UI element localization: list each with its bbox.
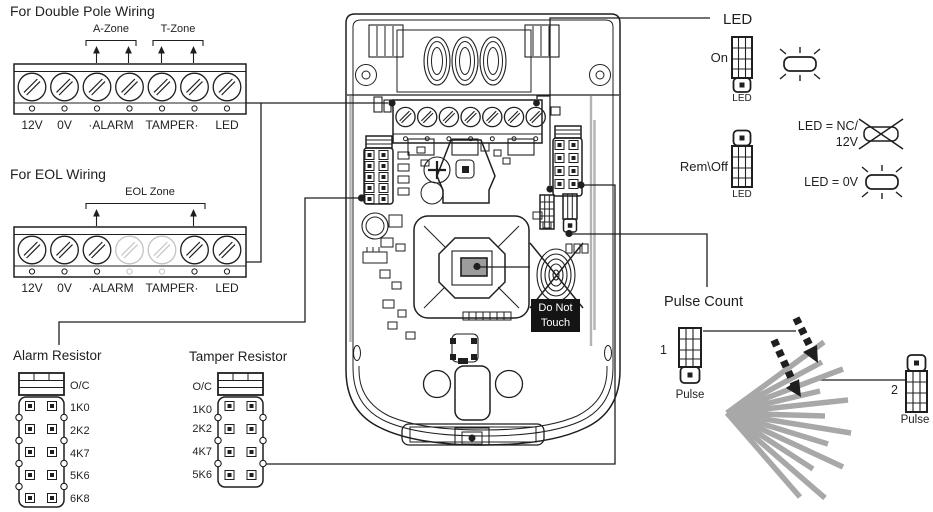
zone-brackets-double-pole: [85, 39, 204, 64]
led-0v-label: LED = 0V: [804, 175, 858, 189]
pulse-jumper-caption: Pulse: [675, 389, 705, 401]
terminal-label-0v: 0V: [57, 281, 72, 295]
terminal-label-tamper: TAMPER·: [145, 281, 199, 295]
do-not-touch-warning: Do Not Touch: [531, 299, 580, 332]
alarm-option-oc: O/C: [70, 380, 90, 392]
led-remoff-label: Rem\Off: [679, 159, 728, 174]
terminal-strip-double-pole: [13, 63, 247, 115]
alarm-option-4k7: 4K7: [70, 448, 90, 460]
pir-sensor-module: [413, 139, 530, 319]
detection-beams: [724, 339, 852, 501]
callout-lines: [58, 17, 710, 465]
tamper-option-4k7: 4K7: [192, 446, 212, 458]
terminal-label-led: LED: [215, 118, 239, 132]
alarm-option-5k6: 5K6: [70, 470, 90, 482]
led-off-crossed-icon: [858, 118, 904, 150]
led-jumper-caption: LED: [732, 93, 752, 104]
terminal-label-tamper: TAMPER·: [145, 118, 199, 132]
eol-zone-label: EOL Zone: [125, 186, 175, 198]
pcb-terminal-block: [373, 96, 561, 144]
pulse-jumper-caption: Pulse: [900, 414, 930, 426]
motion-arrows: [770, 316, 818, 397]
led-glow-icon: [861, 164, 903, 200]
pulse-legend-lines: [703, 330, 905, 381]
pulse-jumper2-icon: [905, 354, 928, 413]
zone-bracket-eol: [85, 202, 206, 227]
pulse-jumper-pcb: [562, 193, 589, 254]
eol-title: For EOL Wiring: [10, 166, 106, 182]
led-on-jumper-icon: [731, 36, 753, 93]
tamper-option-1k0: 1K0: [192, 404, 212, 416]
terminal-label-led: LED: [215, 281, 239, 295]
led-on-label: On: [710, 50, 728, 65]
tamper-resistor-block: [214, 372, 267, 488]
alarm-option-6k8: 6K8: [70, 493, 90, 505]
do-not-touch-line2: Touch: [540, 316, 571, 329]
device-illustration: [345, 13, 621, 446]
led-section-title: LED: [723, 11, 753, 28]
tamper-option-oc: O/C: [192, 381, 212, 393]
alarm-option-2k2: 2K2: [70, 425, 90, 437]
a-zone-label: A-Zone: [92, 23, 130, 35]
do-not-touch-line1: Do Not: [538, 302, 573, 315]
pulse-jumper1-icon: [678, 327, 702, 384]
up-arrow-icon: [92, 208, 198, 227]
tamper-option-2k2: 2K2: [192, 423, 212, 435]
pulse-count-title: Pulse Count: [664, 294, 743, 310]
terminal-label-12v: 12V: [21, 118, 43, 132]
led-jumper-pcb: [539, 194, 555, 230]
cable-knockouts: [355, 24, 611, 93]
terminal-label-alarm: ·ALARM: [88, 118, 134, 132]
housing-bottom: [401, 365, 545, 446]
led-remoff-jumper-icon: [731, 129, 753, 188]
fingerprint-icon: [529, 242, 584, 309]
alarm-resistor-title: Alarm Resistor: [13, 348, 102, 363]
tamper-option-5k6: 5K6: [192, 469, 212, 481]
terminal-label-0v: 0V: [57, 118, 72, 132]
up-arrow-icon: [92, 45, 198, 64]
led-glow-icon: [779, 46, 821, 82]
pulse-jumper2-number: 2: [891, 383, 898, 397]
terminal-label-alarm: ·ALARM: [88, 281, 134, 295]
alarm-resistor-block: [15, 372, 68, 508]
terminal-label-12v: 12V: [21, 281, 43, 295]
t-zone-label: T-Zone: [160, 23, 196, 35]
tamper-resistor-title: Tamper Resistor: [189, 349, 288, 364]
alarm-option-1k0: 1K0: [70, 402, 90, 414]
led-nc-value: 12V: [835, 135, 858, 149]
led-nc-label: LED = NC/: [797, 119, 858, 133]
alarm-resistor-header: [363, 135, 394, 205]
pulse-jumper1-number: 1: [660, 343, 667, 357]
led-jumper-caption: LED: [732, 189, 752, 200]
double-pole-title: For Double Pole Wiring: [10, 3, 155, 19]
terminal-strip-eol: [13, 226, 247, 278]
